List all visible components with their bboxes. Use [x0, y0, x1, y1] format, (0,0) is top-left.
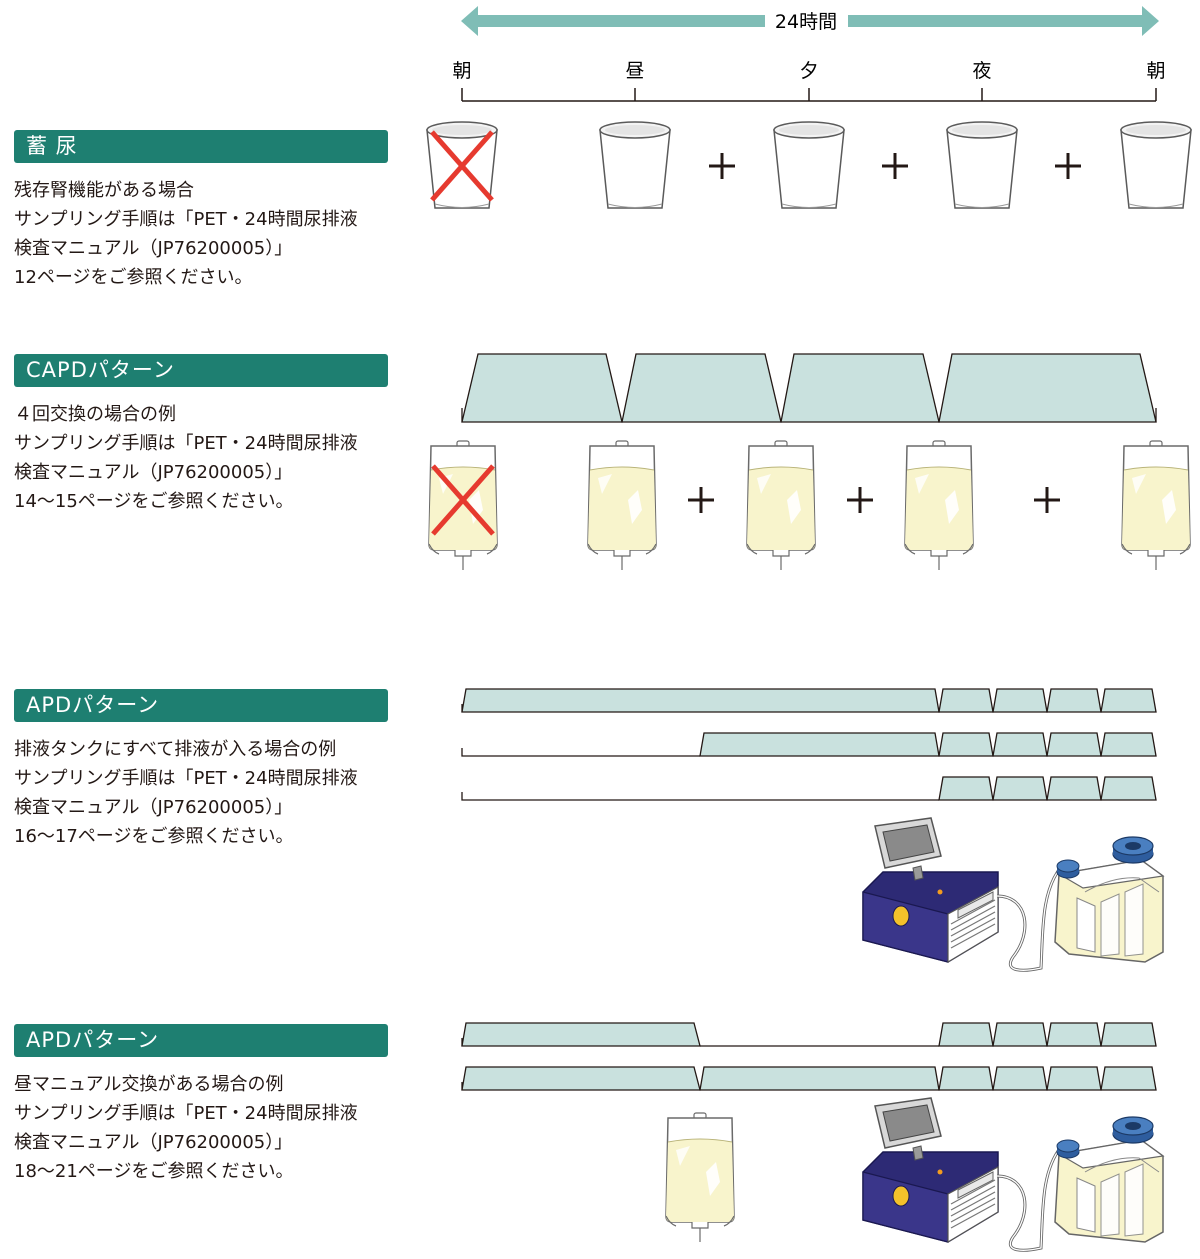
desc-line: 12ページをご参照ください。 — [14, 267, 253, 288]
dwell-period — [699, 732, 940, 757]
cycle-period — [1100, 1022, 1157, 1047]
plus-icon — [686, 485, 716, 515]
section-desc-urine: 残存腎機能がある場合 サンプリング手順は「PET・24時間尿排液 検査マニュアル… — [14, 176, 404, 292]
plus-glyph-text: ＋ — [710, 150, 711, 151]
section-title-urine: 蓄 尿 — [14, 130, 388, 163]
time-marker-evening: 夕 — [799, 60, 818, 82]
time-marker-next-morning: 朝 — [1146, 60, 1165, 82]
desc-line: 18〜21ページをご参照ください。 — [14, 1161, 294, 1182]
cycle-period — [992, 776, 1048, 801]
dwell-period — [780, 353, 940, 423]
cycle-period — [938, 732, 994, 757]
desc-line: サンプリング手順は「PET・24時間尿排液 — [14, 1103, 358, 1124]
plus-icon — [1053, 151, 1083, 181]
cycle-period — [1046, 1066, 1102, 1091]
dwell-period — [621, 353, 782, 423]
capd-dwell-row — [461, 353, 1157, 423]
desc-line: 排液タンクにすべて排液が入る場合の例 — [14, 739, 337, 760]
desc-line: 検査マニュアル（JP76200005）」 — [14, 1132, 293, 1153]
drain-bag-icon — [746, 440, 816, 571]
drain-bag-icon — [1121, 440, 1191, 571]
dwell-period — [461, 1022, 701, 1047]
drain-bag-icon — [904, 440, 974, 571]
cycle-period — [992, 732, 1048, 757]
section-title-apd-tank: APDパターン — [14, 689, 388, 722]
section-desc-apd-tank: 排液タンクにすべて排液が入る場合の例 サンプリング手順は「PET・24時間尿排液… — [14, 735, 404, 851]
cycle-period — [938, 776, 994, 801]
apd-machine-icon — [861, 816, 1165, 972]
urine-row — [426, 121, 1192, 209]
urine-cup-icon — [599, 121, 671, 209]
urine-cup-icon — [1120, 121, 1192, 209]
drain-bag-icon — [665, 1112, 735, 1243]
time-marker-noon: 昼 — [625, 60, 644, 82]
drain-bag-icon — [587, 440, 657, 571]
desc-line: 14〜15ページをご参照ください。 — [14, 491, 294, 512]
plus-icon — [707, 151, 737, 181]
dwell-period — [461, 353, 623, 423]
cycle-period — [938, 1022, 994, 1047]
cycle-period — [1046, 1022, 1102, 1047]
apd-tank-rows — [461, 688, 1157, 801]
cycle-period — [1100, 732, 1157, 757]
plus-icon — [845, 485, 875, 515]
time-marker-morning: 朝 — [452, 60, 471, 82]
capd-bag-row — [428, 440, 1191, 571]
desc-line: サンプリング手順は「PET・24時間尿排液 — [14, 209, 358, 230]
cycle-period — [1046, 688, 1102, 713]
dwell-period — [461, 688, 940, 713]
cycle-period — [938, 688, 994, 713]
desc-line: サンプリング手順は「PET・24時間尿排液 — [14, 768, 358, 789]
cycle-period — [992, 1022, 1048, 1047]
plus-icon — [1032, 485, 1062, 515]
section-title-apd-manual: APDパターン — [14, 1024, 388, 1057]
desc-line: 16〜17ページをご参照ください。 — [14, 826, 294, 847]
apd-machine-icon — [861, 1096, 1165, 1252]
urine-cup-icon — [946, 121, 1018, 209]
desc-line: 検査マニュアル（JP76200005）」 — [14, 238, 293, 259]
desc-line: サンプリング手順は「PET・24時間尿排液 — [14, 433, 358, 454]
cycle-period — [1100, 1066, 1157, 1091]
cycle-period — [1046, 732, 1102, 757]
cycle-period — [938, 1066, 994, 1091]
time-marker-night: 夜 — [972, 60, 991, 82]
drain-bag-icon — [428, 440, 498, 571]
section-desc-capd: ４回交換の場合の例 サンプリング手順は「PET・24時間尿排液 検査マニュアル（… — [14, 400, 404, 516]
arrow-left-head — [461, 6, 765, 36]
cycle-period — [992, 688, 1048, 713]
cycle-period — [1100, 776, 1157, 801]
cycle-period — [1100, 688, 1157, 713]
cycle-period — [992, 1066, 1048, 1091]
arrow-right-head — [848, 6, 1159, 36]
cycle-period — [1046, 776, 1102, 801]
duration-arrow: 24時間 — [461, 6, 1159, 36]
desc-line: ４回交換の場合の例 — [14, 404, 176, 425]
urine-cup-icon — [773, 121, 845, 209]
dwell-period — [461, 1066, 701, 1091]
desc-line: 昼マニュアル交換がある場合の例 — [14, 1074, 284, 1095]
plus-icon — [880, 151, 910, 181]
desc-line: 残存腎機能がある場合 — [14, 180, 194, 201]
desc-line: 検査マニュアル（JP76200005）」 — [14, 797, 293, 818]
desc-line: 検査マニュアル（JP76200005）」 — [14, 462, 293, 483]
section-title-capd: CAPDパターン — [14, 354, 388, 387]
time-axis: 朝 昼 夕 夜 朝 — [452, 60, 1166, 102]
dwell-period — [699, 1066, 940, 1091]
section-desc-apd-manual: 昼マニュアル交換がある場合の例 サンプリング手順は「PET・24時間尿排液 検査… — [14, 1070, 404, 1186]
apd-manual-rows — [461, 1022, 1157, 1091]
duration-label: 24時間 — [775, 11, 837, 33]
dwell-period — [938, 353, 1157, 423]
